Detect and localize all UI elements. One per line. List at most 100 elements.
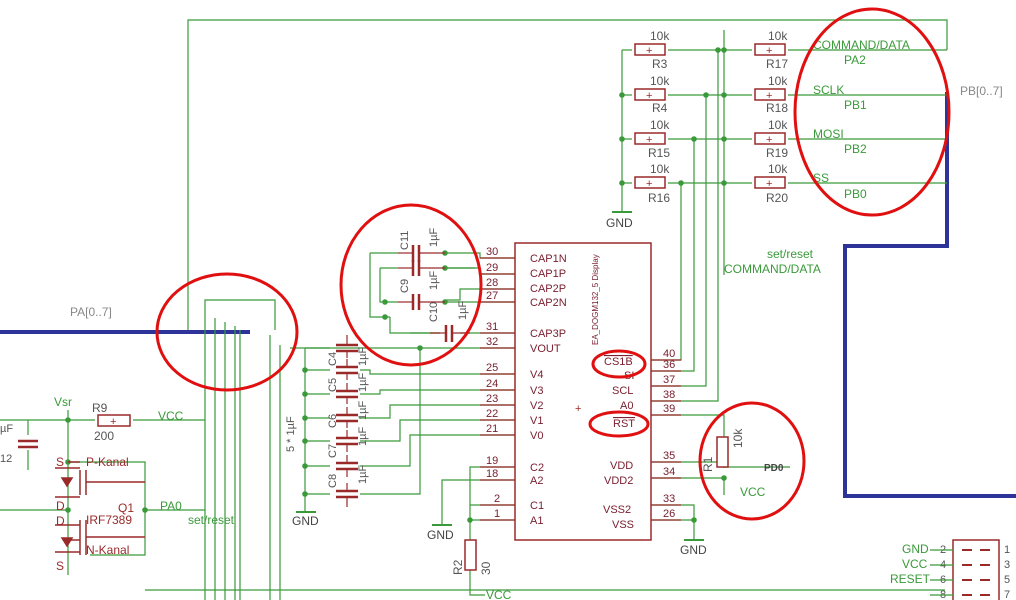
q1-s-top: S [56, 455, 64, 469]
pin-36-num: 36 [663, 359, 675, 371]
gnd-labels: GND GND GND GND [292, 216, 707, 557]
r3-value: 10k [650, 29, 670, 43]
c11-value: 1µF [428, 228, 440, 247]
conn-label-reset: RESET [890, 572, 931, 586]
net-ss: SS [813, 171, 829, 185]
display-left-pins: 30 CAP1N 29 CAP1P 28 CAP2P 27 CAP2N 31 C… [486, 246, 567, 527]
svg-text:+: + [110, 416, 116, 428]
resistor-symbols [97, 43, 786, 571]
r18-name: R18 [766, 101, 788, 115]
display-ic [514, 242, 652, 541]
net-labels: COMMAND/DATA PA2 SCLK PB1 MOSI PB2 SS PB… [54, 38, 910, 600]
c6-value: 1µF [357, 401, 369, 420]
q1-n-channel: N-Kanal [86, 543, 129, 557]
pin-40-num: 40 [663, 348, 675, 360]
q1-part: IRF7389 [86, 513, 132, 527]
pin-30-num: 30 [486, 246, 498, 258]
pin-19-num: 19 [486, 455, 498, 467]
svg-text:+: + [766, 45, 772, 57]
pin-23-label: V2 [530, 400, 543, 412]
net-vsr: Vsr [54, 395, 72, 409]
connector: 2 1 4 3 6 5 8 7 GND VCC RESET [890, 539, 1010, 600]
c9-name: C9 [399, 279, 411, 293]
net-vcc-r9: VCC [158, 409, 184, 423]
c4-name: C4 [327, 352, 339, 366]
cap-group-label: 5 * 1µF [285, 416, 297, 452]
pin-27-num: 27 [486, 290, 498, 302]
r9-value: 200 [94, 429, 114, 443]
wires [0, 19, 948, 600]
conn-pin-5: 5 [1004, 574, 1010, 586]
pin-22-num: 22 [486, 408, 498, 420]
pin-26-label: VSS [612, 519, 634, 531]
pin-31-label: CAP3P [530, 328, 566, 340]
gnd-symbols [296, 211, 704, 541]
pin-37-num: 37 [663, 374, 675, 386]
pin-34-label: VDD2 [604, 475, 633, 487]
net-pb0: PB0 [844, 187, 867, 201]
c12-value: µF [0, 423, 13, 435]
net-pd0: PD0 [764, 463, 784, 474]
q1-p-channel: P-Kanal [86, 455, 129, 469]
r3-name: R3 [652, 57, 668, 71]
resistor-marks: ++ ++ ++ ++ + [110, 45, 772, 428]
c6-name: C6 [327, 414, 339, 428]
net-pb-bus: PB[0..7] [960, 84, 1003, 98]
conn-label-gnd: GND [902, 542, 929, 556]
highlight-pa-bus [155, 272, 299, 392]
r4-value: 10k [650, 74, 670, 88]
c9-value: 1µF [428, 271, 440, 290]
resistor-labels: 10k R3 10k R17 10k R4 10k R18 10k R15 10… [92, 29, 788, 575]
pin-35-num: 35 [663, 450, 675, 462]
net-sclk: SCLK [813, 83, 844, 97]
c5-name: C5 [327, 378, 339, 392]
net-pb1: PB1 [844, 98, 867, 112]
pin-24-label: V3 [530, 385, 543, 397]
q1-name: Q1 [118, 501, 134, 515]
highlights [155, 7, 951, 521]
pin-34-num: 34 [663, 466, 675, 478]
pin-18-label: A2 [530, 475, 543, 487]
pin-29-num: 29 [486, 262, 498, 274]
display-origin-mark: + [575, 403, 581, 415]
c5-value: 1µF [357, 373, 369, 392]
bus-labels: PB[0..7] PA[0..7] [70, 84, 1003, 319]
net-vcc-r1: VCC [740, 485, 766, 499]
svg-text:+: + [766, 90, 772, 102]
gnd-caps: GND [292, 514, 319, 528]
net-pa-bus: PA[0..7] [70, 305, 112, 319]
pin-27-label: CAP2N [530, 297, 567, 309]
pin-40-label: CS1B [604, 356, 633, 368]
r1-value: 10k [731, 428, 745, 448]
highlight-r1 [698, 401, 806, 521]
pin-18-num: 18 [486, 468, 498, 480]
q1-s-bottom: S [56, 559, 64, 573]
net-set-reset-2: set/reset [188, 513, 235, 527]
r17-name: R17 [766, 57, 788, 71]
pin-25-num: 25 [486, 362, 498, 374]
c8-value: 1µF [357, 465, 369, 484]
pin-38-label: A0 [620, 400, 633, 412]
gnd-top: GND [606, 216, 633, 230]
pin-23-num: 23 [486, 393, 498, 405]
pin-29-label: CAP1P [530, 268, 566, 280]
conn-pin-1: 1 [1004, 544, 1010, 556]
gnd-left: GND [427, 528, 454, 542]
r4-name: R4 [652, 101, 668, 115]
c8-name: C8 [327, 474, 339, 488]
net-set-reset: set/reset [767, 247, 814, 261]
pin-32-label: VOUT [530, 343, 561, 355]
pin-21-label: V0 [530, 430, 543, 442]
junctions [65, 47, 727, 523]
r1-name: R1 [701, 456, 715, 472]
net-pa2: PA2 [844, 53, 866, 67]
q1-d-bottom: D [56, 514, 65, 528]
pin-22-label: V1 [530, 415, 543, 427]
transistor-labels: Q1 IRF7389 P-Kanal N-Kanal S D D S [56, 455, 134, 573]
r15-name: R15 [648, 146, 670, 160]
pin-2-label: C1 [530, 500, 544, 512]
pin-28-label: CAP2P [530, 283, 566, 295]
svg-text:+: + [646, 45, 652, 57]
r17-value: 10k [768, 29, 788, 43]
pin-1-label: A1 [530, 515, 543, 527]
